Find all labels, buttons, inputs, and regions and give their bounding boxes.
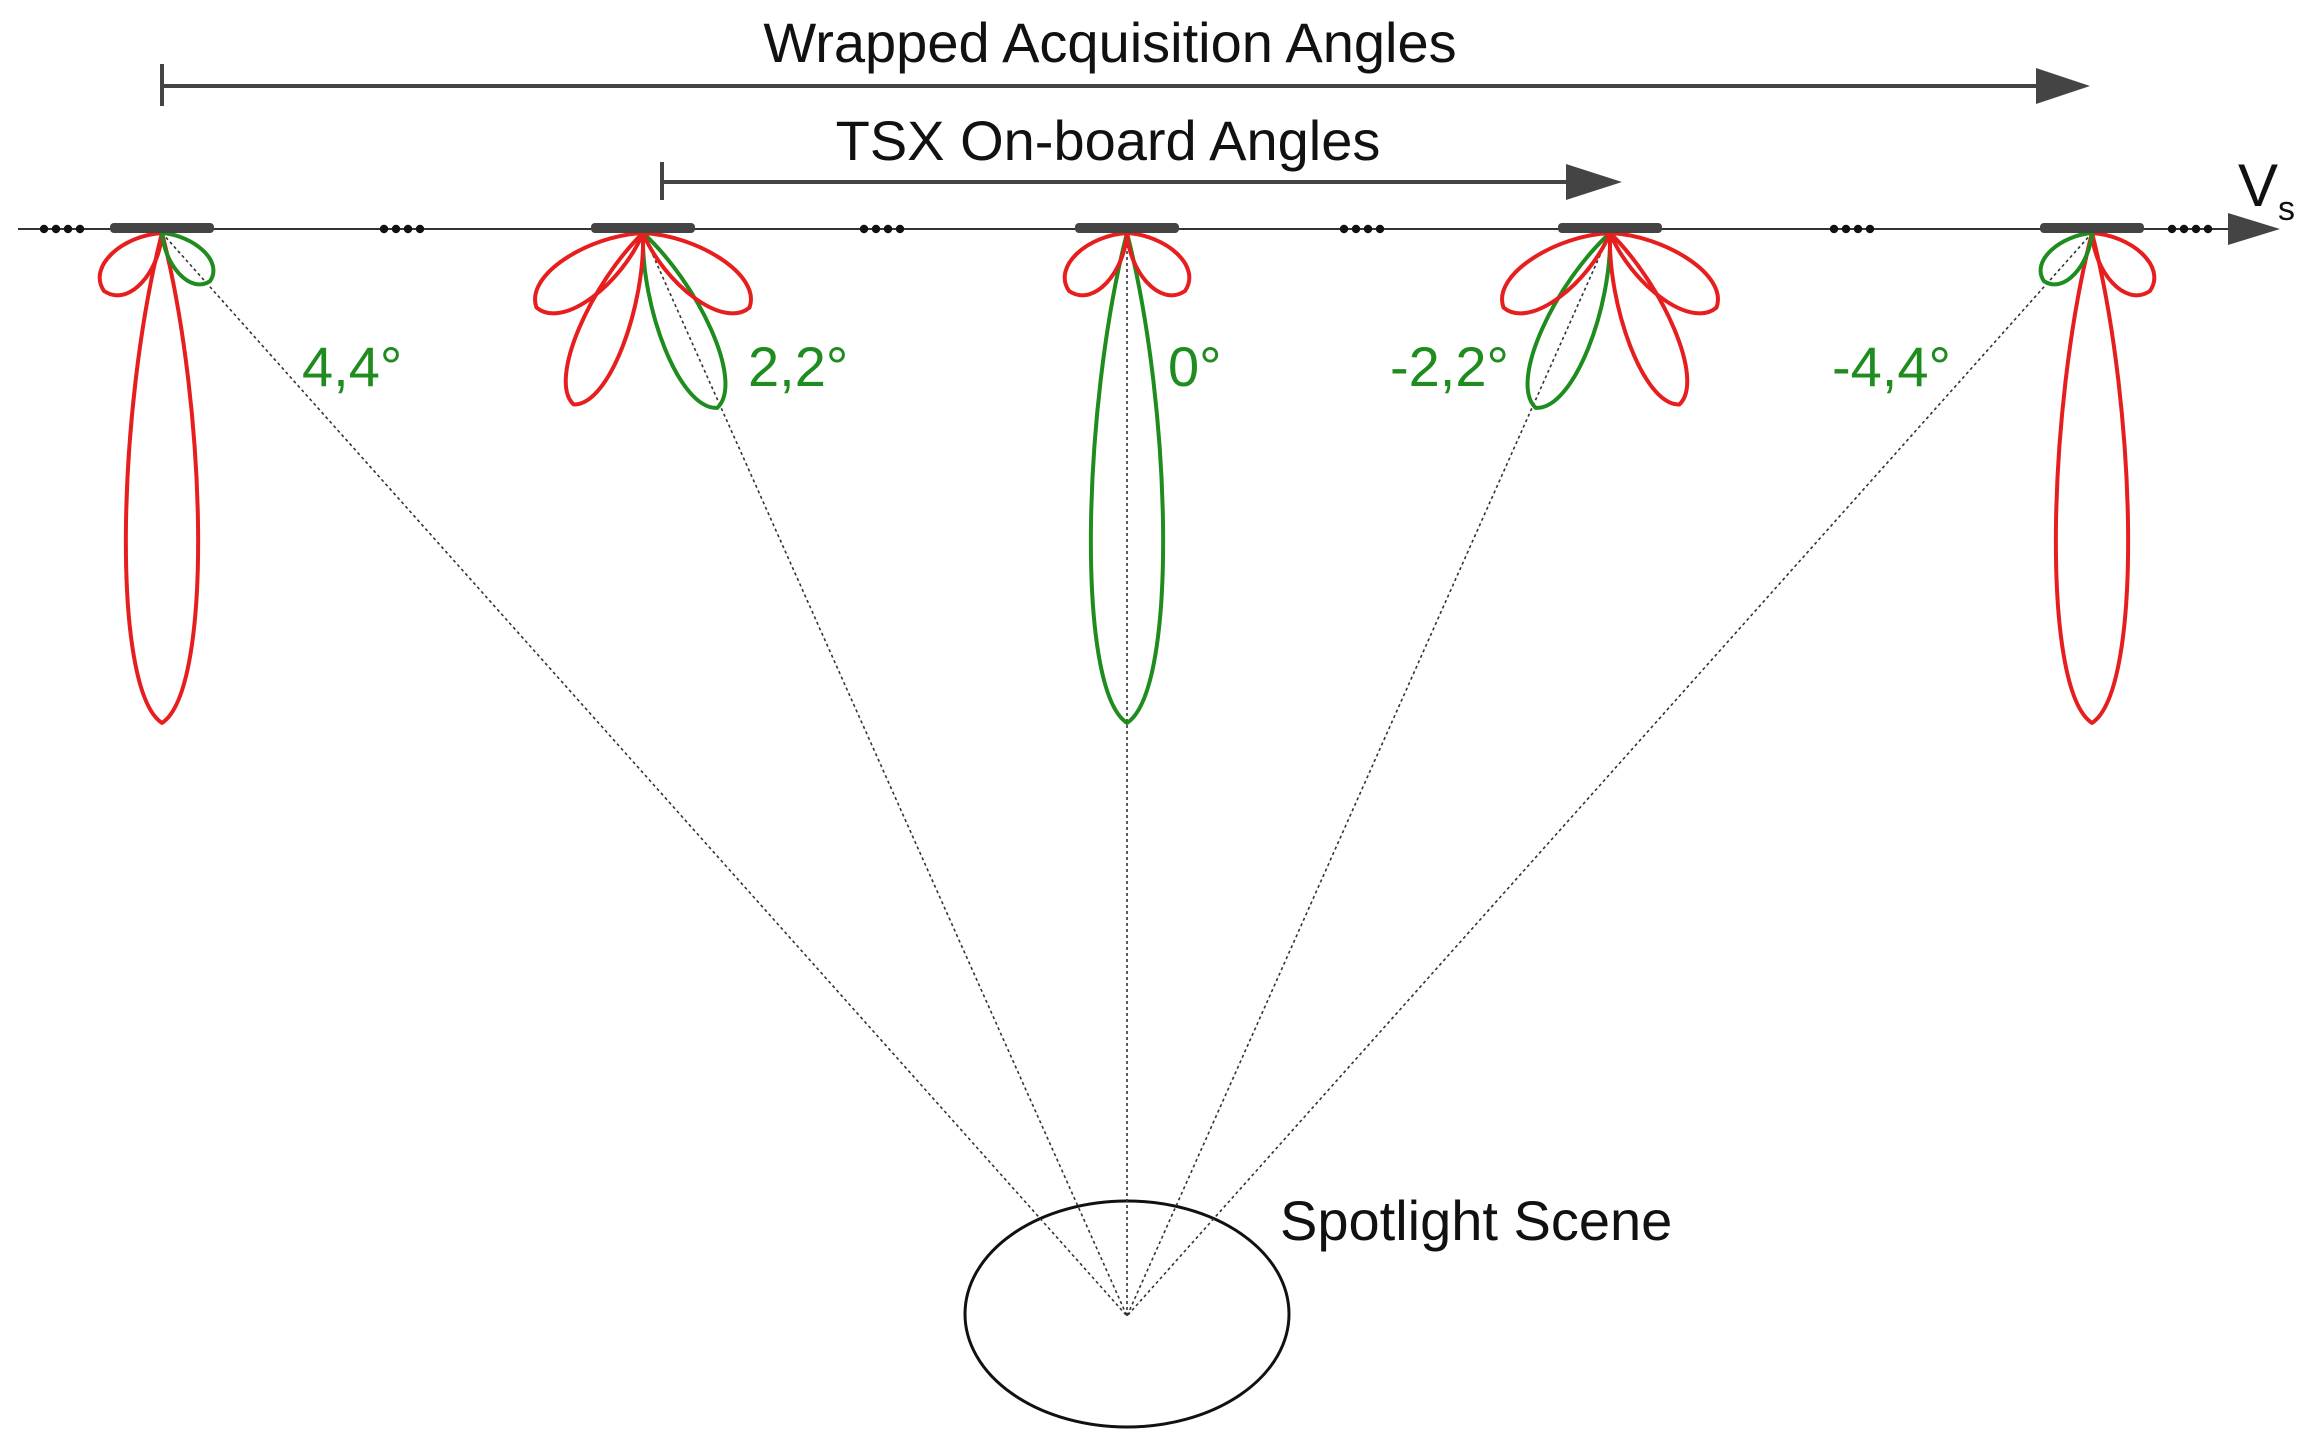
side-lobe-right: [1608, 231, 1720, 316]
ellipsis-dot: [883, 224, 893, 234]
ellipsis-dot: [391, 224, 401, 234]
beam-pattern-4: [1500, 231, 1720, 410]
antenna-5: [2040, 223, 2144, 233]
ellipsis-dot: [1363, 224, 1373, 234]
ellipsis-dot: [403, 224, 413, 234]
ellipsis-dot: [2191, 224, 2201, 234]
side-lobe-right: [160, 231, 216, 287]
velocity-arrowhead: [2228, 213, 2280, 245]
ellipsis-dot: [859, 224, 869, 234]
beam-pattern-1: [97, 231, 216, 725]
main-beam: [640, 231, 728, 410]
line-of-sight-2: [642, 232, 1128, 1317]
angle-label-4-4: 4,4°: [302, 335, 402, 398]
angle-label-2-2: 2,2°: [748, 335, 848, 398]
spotlight-scene-label: Spotlight Scene: [1280, 1189, 1672, 1252]
ellipsis-dot: [871, 224, 881, 234]
side-lobe-left: [1062, 231, 1129, 298]
angle-label-minus-2-2: -2,2°: [1390, 335, 1509, 398]
main-beam: [2053, 231, 2131, 725]
beam-pattern-2: [533, 231, 753, 410]
ellipsis-dots-3: [859, 224, 905, 234]
angle-label-minus-4-4: -4,4°: [1832, 335, 1951, 398]
ellipsis-dot: [63, 224, 73, 234]
side-lobe-right: [2090, 231, 2157, 298]
side-lobe-left: [1500, 231, 1612, 316]
side-lobe-left: [97, 231, 164, 298]
track-ellipsis-dots: [39, 224, 2213, 234]
ellipsis-dots-1: [39, 224, 85, 234]
onboard-angles-title: TSX On-board Angles: [836, 109, 1381, 172]
antenna-1: [110, 223, 214, 233]
ellipsis-dot: [895, 224, 905, 234]
wrapped-angles-arrow: [160, 64, 2090, 106]
side-lobe-right: [641, 231, 753, 316]
ellipsis-dot: [75, 224, 85, 234]
ellipsis-dot: [2203, 224, 2213, 234]
ellipsis-dot: [1841, 224, 1851, 234]
ellipsis-dot: [1853, 224, 1863, 234]
line-of-sight-5: [1126, 232, 2093, 1317]
side-lobe-left: [533, 231, 645, 316]
ellipsis-dots-5: [1829, 224, 1875, 234]
ellipsis-dots-6: [2167, 224, 2213, 234]
ellipsis-dot: [2167, 224, 2177, 234]
wrapped-angles-title: Wrapped Acquisition Angles: [763, 11, 1456, 74]
beam-pattern-5: [2038, 231, 2157, 725]
onboard-angles-arrow: [660, 162, 1622, 200]
lines-of-sight: [161, 232, 2093, 1317]
side-lobe-left: [2038, 231, 2094, 287]
ellipsis-dot: [1351, 224, 1361, 234]
side-lobe-right: [1125, 231, 1192, 298]
main-beam: [1088, 231, 1166, 725]
ellipsis-dot: [2179, 224, 2189, 234]
ellipsis-dots-4: [1339, 224, 1385, 234]
antenna-3: [1075, 223, 1179, 233]
ellipsis-dot: [1339, 224, 1349, 234]
side-lobe-left-outer: [563, 231, 646, 407]
ellipsis-dot: [379, 224, 389, 234]
antenna-2: [591, 223, 695, 233]
main-beam: [1525, 231, 1613, 410]
ellipsis-dot: [1865, 224, 1875, 234]
ellipsis-dot: [1829, 224, 1839, 234]
angle-label-0: 0°: [1168, 335, 1222, 398]
ellipsis-dot: [415, 224, 425, 234]
side-lobe-right-outer: [1607, 231, 1690, 407]
antennas: [110, 223, 2144, 233]
antenna-beams: [97, 231, 2157, 725]
main-beam: [123, 231, 201, 725]
velocity-label: Vs: [2238, 152, 2295, 228]
beam-pattern-3: [1062, 231, 1192, 725]
ellipsis-dots-2: [379, 224, 425, 234]
ellipsis-dot: [51, 224, 61, 234]
ellipsis-dot: [1375, 224, 1385, 234]
ellipsis-dot: [39, 224, 49, 234]
antenna-4: [1558, 223, 1662, 233]
line-of-sight-1: [161, 232, 1128, 1317]
